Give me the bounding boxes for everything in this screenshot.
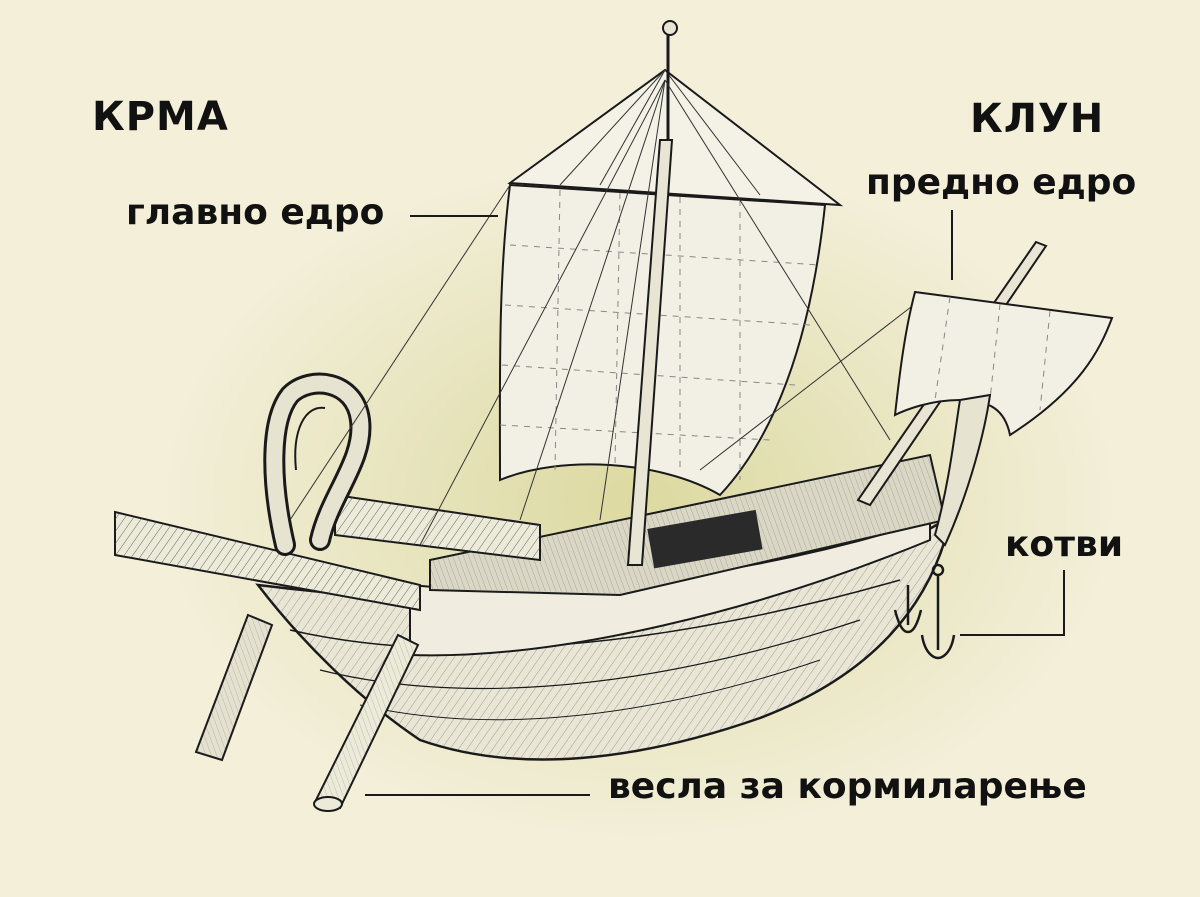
main-sail-label: главно едро <box>126 192 385 233</box>
steering-oars-leader <box>365 794 590 796</box>
steering-oar-left <box>194 613 274 762</box>
anchors-leader-horizontal <box>960 634 1065 636</box>
fore-sail <box>856 240 1114 507</box>
anchors <box>893 563 956 660</box>
main-sail-leader <box>410 215 498 217</box>
stern-label: КРМА <box>92 94 229 140</box>
hull <box>255 517 947 761</box>
mast <box>289 20 921 566</box>
deck <box>429 453 947 597</box>
bow-label: КЛУН <box>970 96 1105 142</box>
fore-sail-leader <box>951 210 953 280</box>
main-sail <box>498 68 844 497</box>
bow-post <box>933 393 992 547</box>
swan-neck-stern <box>263 372 372 556</box>
steering-oars-label: весла за кормиларење <box>608 766 1087 807</box>
steering-oar-right <box>313 633 420 812</box>
anchors-leader-vertical <box>1063 570 1065 636</box>
fore-sail-label: предно едро <box>866 162 1137 203</box>
anchors-label: котви <box>1005 524 1124 565</box>
stern-railing <box>114 493 541 612</box>
